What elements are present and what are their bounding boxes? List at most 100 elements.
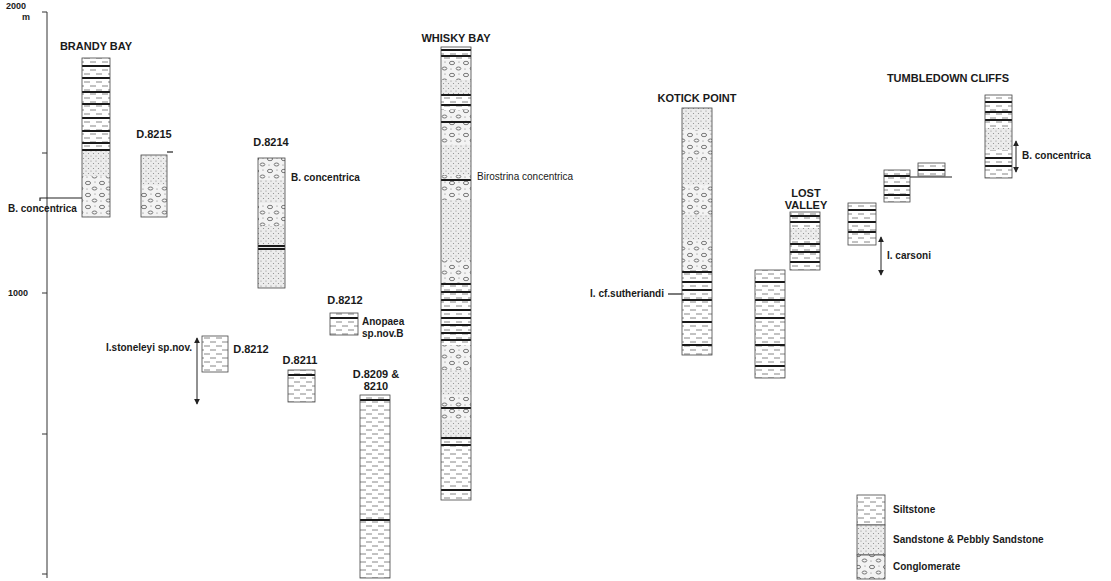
bed-band [755,281,785,283]
annotation-label: Birostrina concentrica [477,171,573,183]
annotation-label: I. carsoni [887,250,931,262]
lithology-unit [441,145,471,175]
bed-band [258,248,285,250]
annotation-label: B. concentrica [291,172,360,184]
section-column: WHISKY BAY [421,32,490,500]
annotation-label: B. concentrica [1022,150,1091,162]
lithology-unit [330,313,358,335]
bed-band [682,321,712,323]
bed-band [985,157,1012,159]
column-outline [288,370,315,402]
lithology-unit [682,130,712,160]
bed-band [82,91,110,93]
bed-band [441,317,471,319]
bed-band [441,444,471,446]
lithology-unit [884,170,910,202]
bed-band [985,119,1012,121]
lithology-unit [985,95,1012,128]
bed-band [918,169,945,171]
strat-column [202,336,228,372]
bed-band [848,209,876,211]
column-heading: WHISKY BAY [421,32,490,44]
strat-column [82,58,110,217]
leader-lines [40,152,952,294]
column-heading: D.8215 [136,128,171,140]
lithology-unit [441,395,471,420]
lithology-unit [82,150,110,176]
column-heading: D.8211 [283,354,318,366]
legend-swatch [857,525,885,555]
bed-band [441,332,471,334]
annotation-label: m [22,11,30,23]
lithology-unit [682,240,712,270]
bed-band [790,261,820,263]
bed-band [360,399,390,401]
column-heading: KOTICK POINT [658,92,737,104]
column-outline [755,270,785,378]
lithology-unit [258,246,285,288]
section-column: TUMBLEDOWN CLIFFS [887,72,1012,178]
strat-column [755,270,785,378]
lithology-unit [918,163,945,176]
bed-band [755,299,785,301]
annotation-label: B. concentrica [8,203,77,215]
bed-band [790,221,820,223]
bed-band [682,289,712,291]
bed-band [441,121,471,123]
lithology-unit [441,230,471,260]
legend-swatch [857,495,885,525]
column-heading: LOST VALLEY [779,187,833,211]
lithology-unit [790,240,820,270]
lithology-unit [755,270,785,378]
lithology-unit [441,440,471,500]
lithology-unit [790,212,820,228]
bed-band [682,299,712,301]
column-heading: D.8212 [327,294,362,306]
bed-band [82,142,110,144]
lithology-unit [790,228,820,240]
lithology-unit [682,270,712,355]
strat-column [790,212,820,270]
column-outline [682,108,712,355]
section-column: KOTICK POINT [658,92,737,355]
column-outline [330,313,358,335]
strat-column [918,163,945,176]
bed-band [682,281,712,283]
lithology-unit [441,420,471,440]
column-outline [360,395,390,578]
column-outline [985,95,1012,178]
strat-column [360,395,390,578]
lithology-unit [141,185,167,217]
bed-band [884,185,910,187]
lithology-unit [441,175,471,200]
section-column: BRANDY BAY [60,40,132,217]
column-heading: D.8212 [233,343,268,355]
lithology-unit [985,150,1012,178]
bed-band [848,221,876,223]
bed-band [441,299,471,301]
bed-band [82,65,110,67]
annotation-label: 2000 [6,0,26,12]
bed-band [441,437,471,439]
lithology-unit [441,80,471,95]
bed-band [441,55,471,57]
bed-band [790,251,820,253]
lithology-unit [441,95,471,110]
bed-band [441,324,471,326]
strat-column [258,158,285,288]
bed-band [360,519,390,521]
lithology-unit [682,185,712,215]
lithology-unit [441,110,471,145]
strat-column [141,155,167,217]
strat-column [288,370,315,402]
strat-column [884,170,910,202]
lithology-unit [82,58,110,150]
legend-label: Sandstone & Pebbly Sandstone [893,534,1044,546]
annotation-label: I. cf.sutheriandi [590,288,664,300]
bed-band [441,339,471,341]
column-outline [441,47,471,500]
section-column: LOST VALLEY [779,187,833,270]
lithology-unit [682,108,712,130]
lithology-unit [985,128,1012,150]
